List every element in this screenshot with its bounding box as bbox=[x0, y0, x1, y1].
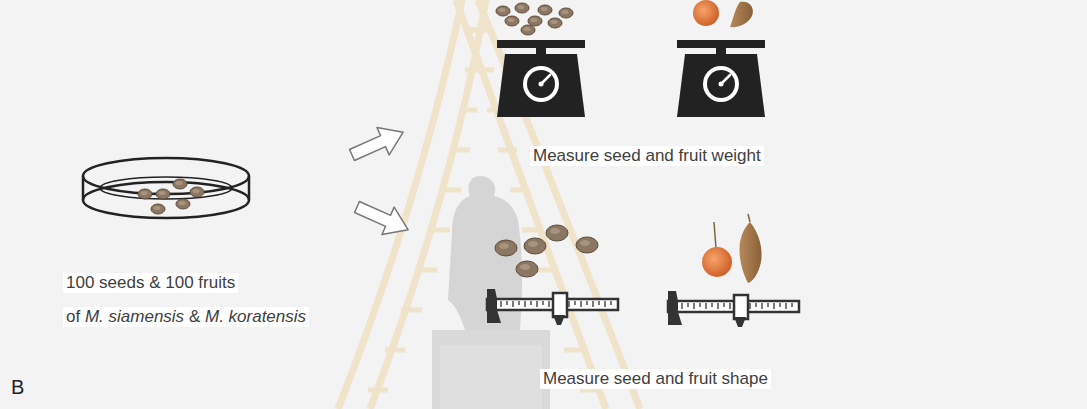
sample-label: of bbox=[66, 307, 80, 327]
label-row: ofM. siamensis&M. koratensis bbox=[63, 307, 309, 327]
panel-letter: B bbox=[8, 375, 27, 399]
step-label: Measure seed and fruit shape bbox=[540, 369, 771, 389]
fruit-pair bbox=[693, 0, 753, 27]
seed-pile bbox=[496, 3, 573, 35]
seed-group bbox=[495, 225, 598, 277]
block-arrow bbox=[346, 119, 409, 169]
scale-icon bbox=[497, 40, 585, 117]
petri-dish bbox=[83, 158, 249, 218]
species-name: M. koratensis bbox=[205, 307, 306, 327]
fruit-pair bbox=[702, 214, 762, 283]
caliper-icon bbox=[487, 289, 618, 325]
sample-label: & bbox=[189, 307, 200, 327]
sample-label: 100 seeds & 100 fruits bbox=[63, 273, 238, 293]
scale-icon bbox=[677, 40, 765, 117]
species-name: M. siamensis bbox=[85, 307, 184, 327]
block-arrow bbox=[351, 193, 414, 243]
watermark bbox=[338, 0, 640, 409]
step-label: Measure seed and fruit weight bbox=[530, 146, 764, 166]
caliper-icon bbox=[668, 291, 799, 327]
